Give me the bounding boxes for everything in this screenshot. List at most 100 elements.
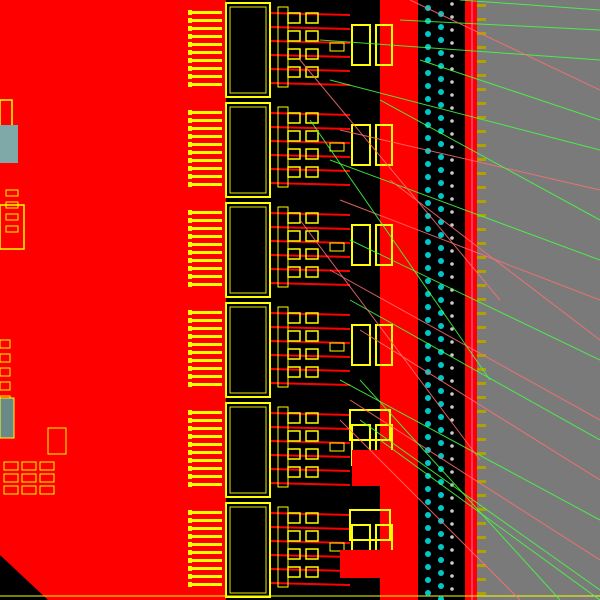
via[interactable] [425,421,431,427]
chip-pin-tip[interactable] [188,326,192,331]
signal-trace[interactable] [269,468,351,472]
bulk-cap[interactable] [349,409,391,441]
smd-pad-left[interactable] [5,189,19,197]
termination-resistor[interactable] [305,148,319,160]
chip-pin[interactable] [190,251,222,254]
memory-chip-body[interactable] [225,302,271,398]
chip-pin-tip[interactable] [188,550,192,555]
signal-trace[interactable] [269,382,351,386]
chip-pin-tip[interactable] [188,426,192,431]
memory-chip-body[interactable] [225,502,271,598]
signal-trace[interactable] [269,354,351,358]
termination-resistor[interactable] [305,466,319,478]
chip-pin[interactable] [190,359,222,362]
signal-trace[interactable] [269,82,351,86]
signal-trace[interactable] [269,212,351,216]
pad-layer[interactable] [0,2,398,598]
chip-pin[interactable] [190,483,222,486]
signal-trace[interactable] [269,568,351,572]
via[interactable] [438,284,444,290]
via-small[interactable] [450,522,454,526]
via-small[interactable] [450,314,454,318]
via[interactable] [425,395,431,401]
termination-resistor[interactable] [305,48,319,60]
chip-pin-tip[interactable] [188,366,192,371]
chip-pin-tip[interactable] [188,334,192,339]
chip-pin-tip[interactable] [188,534,192,539]
signal-trace[interactable] [269,426,351,430]
termination-resistor[interactable] [305,248,319,260]
via[interactable] [438,89,444,95]
chip-pin[interactable] [190,375,222,378]
resistor-pad[interactable] [39,485,55,495]
chip-pin-tip[interactable] [188,118,192,123]
via-small[interactable] [450,392,454,396]
ic-small-left[interactable] [0,397,15,439]
passive-pad[interactable] [0,381,11,391]
via[interactable] [425,278,431,284]
chip-pin[interactable] [190,51,222,54]
via-small[interactable] [450,80,454,84]
ic-body-left[interactable] [0,125,18,163]
via[interactable] [438,583,444,589]
decoupling-cap[interactable] [351,224,371,266]
via[interactable] [438,388,444,394]
via-small[interactable] [450,574,454,578]
chip-pin-tip[interactable] [188,50,192,55]
via-small[interactable] [450,158,454,162]
chip-pin-tip[interactable] [188,74,192,79]
small-cap[interactable] [329,542,345,552]
via-small[interactable] [450,366,454,370]
via[interactable] [438,76,444,82]
chip-pin[interactable] [190,419,222,422]
chip-pin[interactable] [190,119,222,122]
termination-resistor[interactable] [305,430,319,442]
memory-chip-body[interactable] [225,202,271,298]
chip-pin-tip[interactable] [188,242,192,247]
chip-pin[interactable] [190,535,222,538]
chip-pin-tip[interactable] [188,526,192,531]
signal-trace[interactable] [269,254,351,258]
chip-pin-tip[interactable] [188,342,192,347]
chip-pin-tip[interactable] [188,274,192,279]
chip-pin-tip[interactable] [188,510,192,515]
trace-layer[interactable] [269,12,351,586]
chip-pin-tip[interactable] [188,474,192,479]
signal-trace[interactable] [269,368,351,372]
chip-pin[interactable] [190,475,222,478]
signal-trace[interactable] [269,226,351,230]
via[interactable] [425,226,431,232]
signal-trace[interactable] [269,112,351,116]
via-small[interactable] [450,509,454,513]
via[interactable] [425,135,431,141]
via[interactable] [425,70,431,76]
via-small[interactable] [450,535,454,539]
termination-resistor[interactable] [305,130,319,142]
via[interactable] [438,50,444,56]
chip-pin[interactable] [190,511,222,514]
via[interactable] [425,187,431,193]
signal-trace[interactable] [269,512,351,516]
via-small[interactable] [450,249,454,253]
chip-pin[interactable] [190,183,222,186]
chip-pin[interactable] [190,35,222,38]
chip-pin-tip[interactable] [188,582,192,587]
via[interactable] [425,317,431,323]
chip-pin-tip[interactable] [188,134,192,139]
via[interactable] [425,486,431,492]
chip-pin[interactable] [190,135,222,138]
chip-pin-tip[interactable] [188,218,192,223]
chip-pin[interactable] [190,19,222,22]
small-cap[interactable] [329,242,345,252]
resistor-pad[interactable] [21,461,37,471]
resistor-pad[interactable] [3,473,19,483]
via[interactable] [438,154,444,160]
termination-resistor[interactable] [305,266,319,278]
via-small[interactable] [450,470,454,474]
chip-pin-tip[interactable] [188,374,192,379]
decoupling-cap-2[interactable] [375,224,393,266]
chip-pin-tip[interactable] [188,10,192,15]
via-small[interactable] [450,223,454,227]
chip-pin[interactable] [190,175,222,178]
via[interactable] [425,538,431,544]
